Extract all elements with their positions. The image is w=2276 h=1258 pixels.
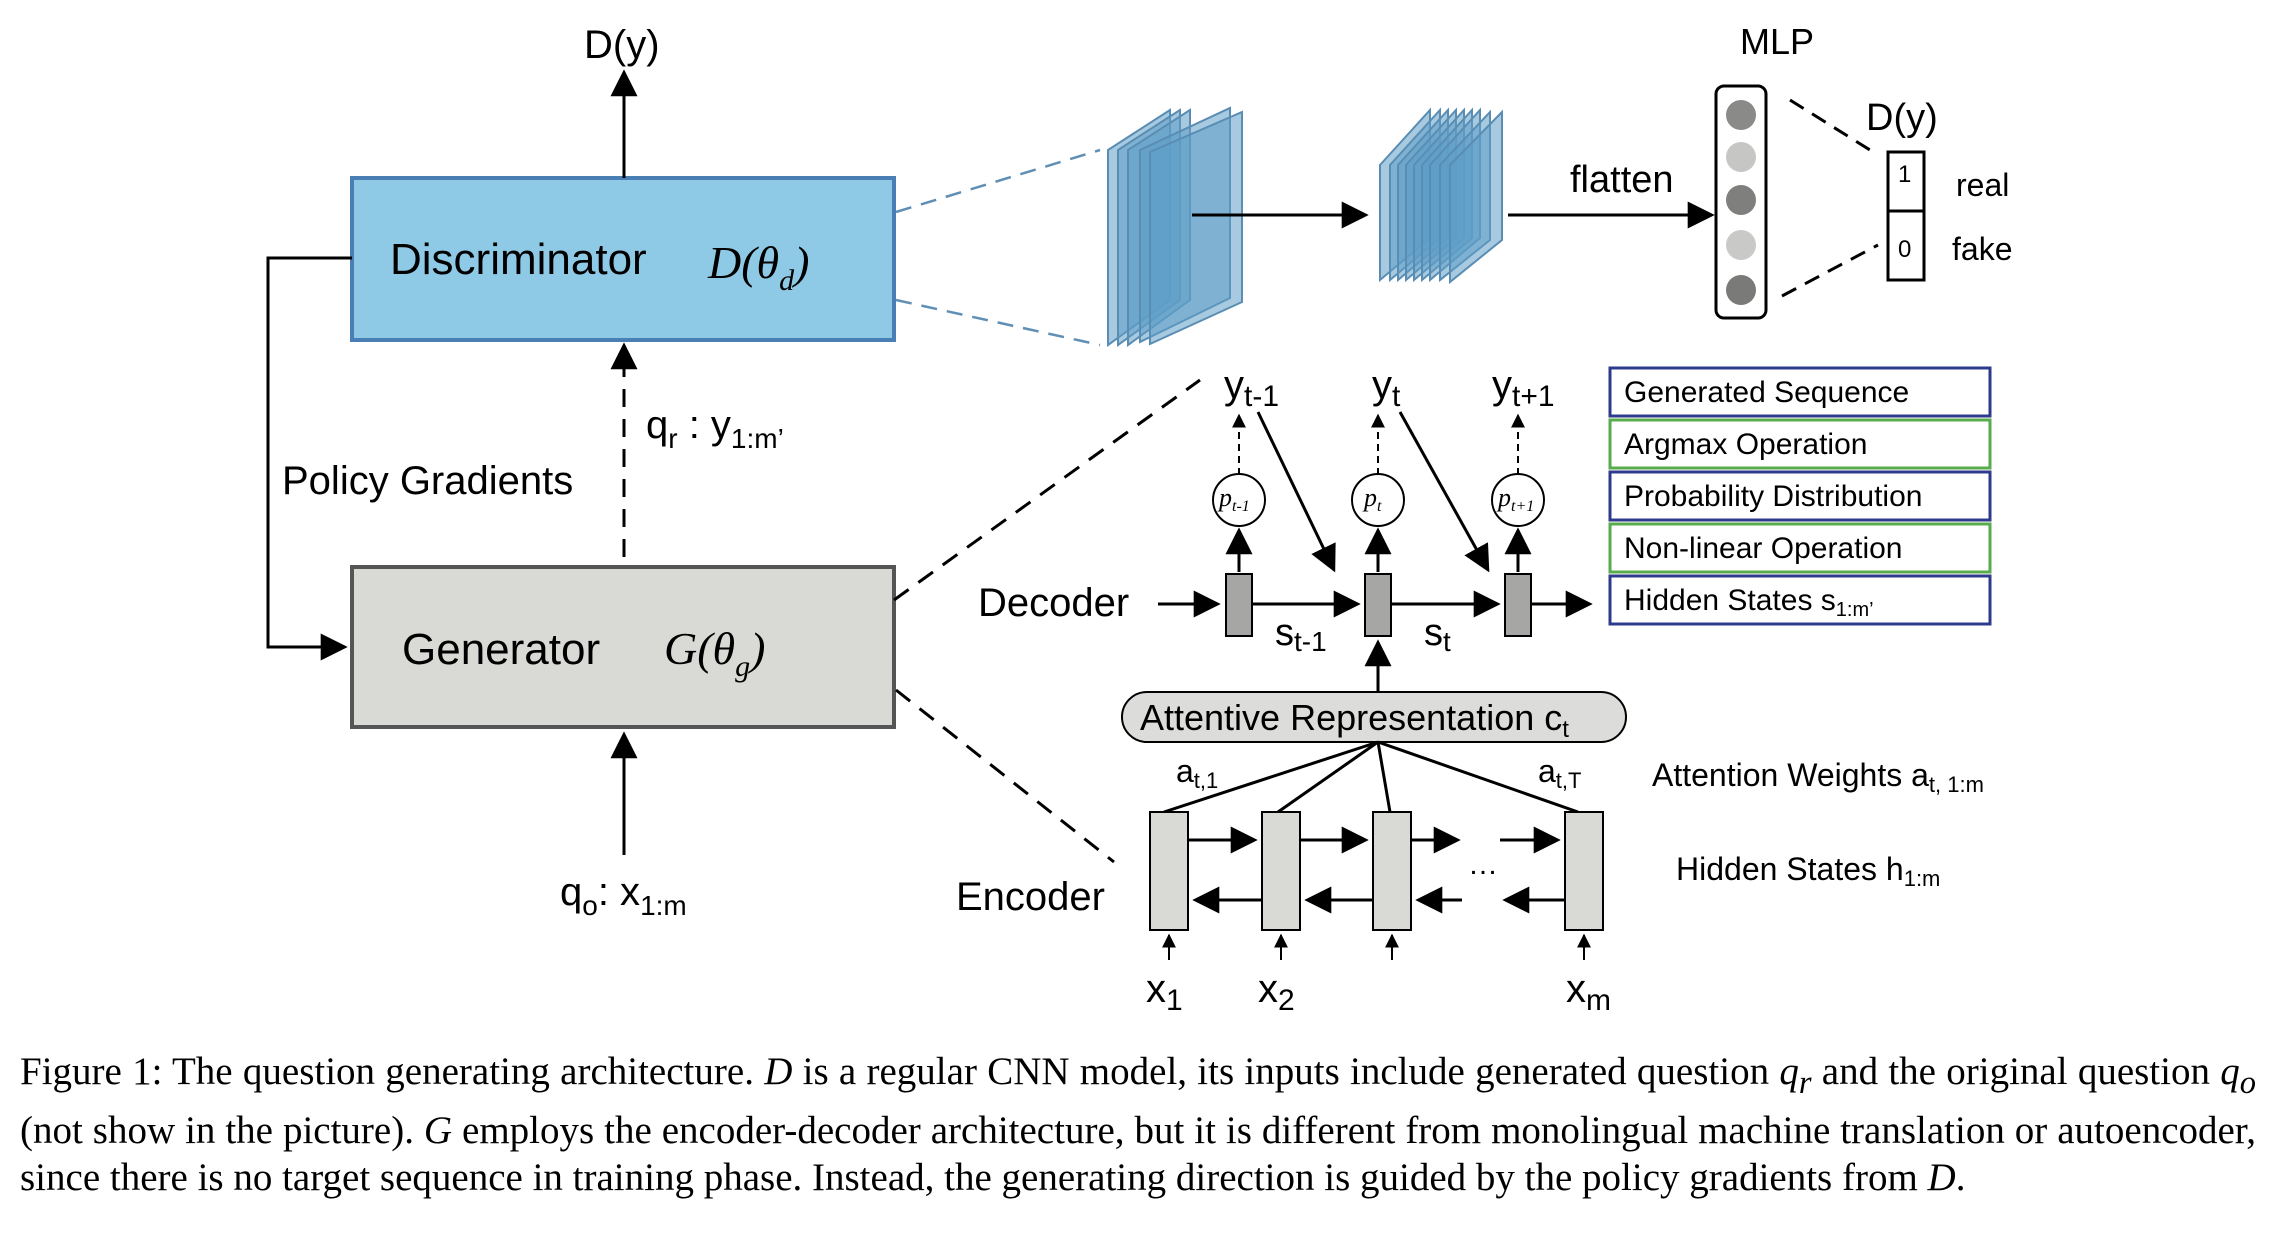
policy-gradients-label: Policy Gradients — [282, 459, 573, 503]
state-label-2: st — [1424, 612, 1451, 657]
generator-label: Generator — [402, 625, 600, 674]
hidden-states-h-label: Hidden States h1:m — [1676, 851, 1940, 891]
attention-weight-last: at,T — [1538, 753, 1581, 793]
encoder-cells — [1149, 811, 1604, 931]
figure-caption: Figure 1: The question generating archit… — [20, 1050, 2256, 1199]
mlp-label: MLP — [1740, 21, 1814, 62]
attentive-representation: Attentive Representation ct — [1140, 697, 1569, 743]
qr-label: qr : y1:m’ — [646, 403, 784, 454]
state-label-1: st-1 — [1275, 612, 1327, 657]
flatten-label: flatten — [1570, 159, 1674, 201]
real-value: 1 — [1898, 161, 1911, 188]
mlp-layer — [1714, 84, 1768, 320]
decoder-cells — [1225, 573, 1532, 637]
architecture-diagram: Discriminator D(θd) D(y) Generator G(θg)… — [266, 21, 2012, 1010]
encoder-ellipsis: … — [1468, 848, 1498, 881]
svg-text:yt-1: yt-1 — [1224, 363, 1279, 413]
legend-label-1: Generated Sequence — [1624, 376, 1909, 409]
attention-lines — [1163, 740, 1579, 814]
cnn-feature-maps-1 — [1107, 106, 1243, 347]
output-token-2: yt — [1372, 363, 1401, 413]
legend-label-5: Hidden States s1:m’ — [1624, 584, 1874, 621]
input-token-1: x1 — [1146, 967, 1183, 1010]
generator-block: Generator G(θg) — [350, 565, 896, 729]
input-arrows — [1162, 933, 1591, 960]
svg-text:yt: yt — [1372, 363, 1401, 413]
discriminator-output: D(y) — [584, 23, 660, 67]
svg-text:pt-1: pt-1 — [1217, 483, 1250, 515]
svg-text:pt: pt — [1362, 483, 1382, 515]
output-token-1: yt-1 — [1224, 363, 1279, 413]
legend-label-3: Probability Distribution — [1624, 480, 1922, 513]
attention-weight-first: at,1 — [1176, 753, 1218, 793]
discriminator-label: Discriminator — [390, 235, 647, 284]
svg-text:yt+1: yt+1 — [1492, 363, 1555, 413]
legend-box-5 — [1608, 574, 1992, 626]
probability-nodes: pt-1 pt pt+1 — [1212, 411, 1545, 573]
input-token-m: xm — [1566, 967, 1611, 1010]
decoder-label: Decoder — [978, 581, 1129, 625]
attention-weights-label: Attention Weights at, 1:m — [1652, 757, 1984, 797]
encoder-arrows — [1188, 826, 1565, 914]
output-token-3: yt+1 — [1492, 363, 1555, 413]
fake-value: 0 — [1898, 236, 1911, 263]
legend-box-1 — [1608, 366, 1992, 418]
input-token-2: x2 — [1258, 967, 1295, 1010]
legend-box-2 — [1608, 418, 1992, 470]
qo-input-label: qo: x1:m — [560, 870, 687, 921]
encoder-label: Encoder — [956, 875, 1105, 919]
mlp-output-label: D(y) — [1866, 97, 1938, 139]
discriminator-block: Discriminator D(θd) — [350, 176, 896, 342]
real-label: real — [1956, 167, 2009, 203]
cnn-feature-maps-2 — [1379, 107, 1503, 285]
legend-label-4: Non-linear Operation — [1624, 532, 1902, 565]
legend-box-4 — [1608, 522, 1992, 574]
legend-box-3 — [1608, 470, 1992, 522]
svg-text:G(θg): G(θg) — [664, 623, 765, 683]
svg-text:pt+1: pt+1 — [1496, 483, 1534, 515]
legend-label-2: Argmax Operation — [1624, 428, 1867, 461]
fake-label: fake — [1952, 231, 2012, 267]
svg-text:D(θd): D(θd) — [707, 237, 809, 297]
